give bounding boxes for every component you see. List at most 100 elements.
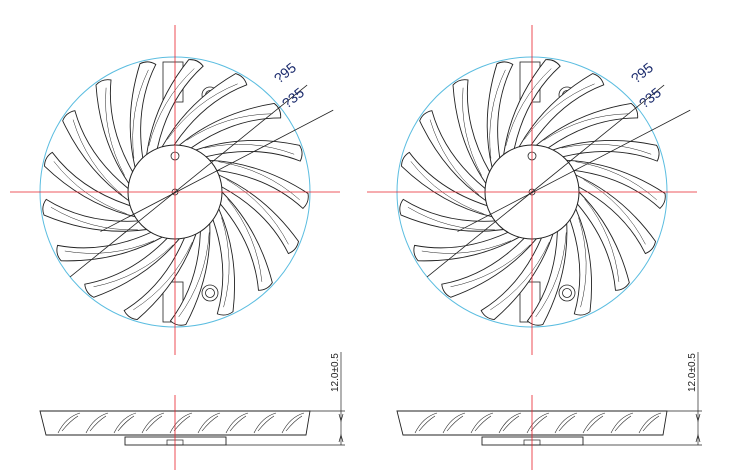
side-blade	[85, 412, 109, 434]
blade-edge	[524, 83, 595, 140]
hub-diameter-dimension-line	[457, 109, 691, 232]
side-blade	[141, 412, 165, 434]
fan-blade	[441, 238, 537, 298]
blade-edge	[218, 161, 300, 201]
blade-edge	[178, 232, 210, 318]
side-blade	[414, 412, 438, 434]
fan-blade	[169, 223, 211, 326]
blade-edge	[64, 240, 155, 254]
fan-blade	[218, 174, 299, 255]
blade-edge	[105, 87, 125, 176]
fan-blade	[399, 198, 504, 232]
screw-boss-icon	[558, 284, 576, 302]
side-blade	[281, 412, 305, 434]
fan-blade	[161, 73, 248, 148]
screw-hole	[205, 288, 215, 298]
fan-blade	[44, 151, 136, 218]
blade-edge	[53, 161, 127, 215]
side-blade	[610, 412, 634, 434]
fan-blade	[526, 223, 568, 326]
blade-edge	[421, 240, 512, 254]
fan-blade	[552, 140, 660, 162]
outer-diameter-label: ?95	[271, 59, 299, 86]
height-dimension-label: 12.0±0.5	[330, 353, 341, 392]
fan-blade	[209, 159, 309, 210]
blade-edge	[505, 68, 552, 146]
fan-blade	[62, 110, 130, 202]
side-blade	[113, 412, 137, 434]
side-blade	[197, 412, 221, 434]
blade-edge	[132, 69, 149, 159]
blade-edge	[450, 244, 531, 288]
fan-blade	[84, 238, 180, 298]
blade-edge	[227, 198, 263, 282]
outer-diameter-dimension-line	[426, 84, 665, 278]
fan-blade	[486, 61, 514, 168]
blade-edge	[583, 179, 646, 245]
side-blade	[554, 412, 578, 434]
blade-edge	[578, 217, 587, 308]
dimension-arrows-icon	[695, 413, 701, 443]
fan-side-view: 12.0±0.5	[39, 340, 345, 470]
blade-edge	[490, 242, 550, 311]
blade-edge	[72, 119, 123, 196]
blade-edge	[543, 113, 630, 141]
fan-blade	[146, 59, 204, 155]
fan-blade	[179, 102, 282, 149]
blade-edge	[221, 217, 230, 308]
blade-edge	[462, 87, 482, 176]
screw-boss-icon	[201, 284, 219, 302]
hub-plate	[481, 436, 584, 446]
fan-blade	[401, 151, 493, 218]
side-blade	[57, 412, 81, 434]
blade-edge	[535, 232, 567, 318]
blade-edge	[133, 242, 193, 311]
fan-blade	[56, 231, 163, 262]
blade-edge	[93, 244, 174, 288]
side-blade	[638, 412, 662, 434]
fan-blade	[212, 208, 235, 316]
fan-blade	[419, 110, 487, 202]
fan-blade	[569, 208, 592, 316]
blade-edge	[489, 69, 506, 159]
fan-blade	[536, 102, 639, 149]
side-blade-profile	[39, 410, 311, 436]
fan-blade	[452, 79, 490, 184]
side-blade	[442, 412, 466, 434]
side-blade	[169, 412, 193, 434]
fan-blade	[413, 231, 520, 262]
side-blade	[253, 412, 277, 434]
side-blade-profile	[396, 410, 668, 436]
outer-diameter-dimension-line	[69, 84, 308, 278]
blade-edge	[204, 144, 295, 155]
blade-edge	[226, 179, 289, 245]
side-blade	[498, 412, 522, 434]
fan-blade	[42, 198, 147, 232]
fan-blade	[575, 174, 656, 255]
side-blade	[470, 412, 494, 434]
blade-edge	[410, 161, 484, 215]
side-blade	[225, 412, 249, 434]
height-dimension-label: 12.0±0.5	[687, 353, 698, 392]
dimension-arrows-icon	[338, 413, 344, 443]
blade-edge	[561, 144, 652, 155]
outer-diameter-label: ?95	[628, 59, 656, 86]
fan-blade	[480, 233, 554, 320]
blade-edge	[575, 161, 657, 201]
fan-blade	[123, 233, 197, 320]
fan-blade	[518, 73, 605, 148]
fan-side-view: 12.0±0.5	[396, 340, 702, 470]
fan-blade	[129, 61, 157, 168]
fan-blade	[503, 59, 561, 155]
fan-blade	[95, 79, 133, 184]
blade-edge	[584, 198, 620, 282]
side-blade	[526, 412, 550, 434]
screw-hole	[562, 288, 572, 298]
fan-top-view: ?95?35	[367, 25, 697, 340]
hub-plate	[124, 436, 227, 446]
side-blade	[582, 412, 606, 434]
blade-edge	[429, 119, 480, 196]
fan-blade	[195, 140, 303, 162]
